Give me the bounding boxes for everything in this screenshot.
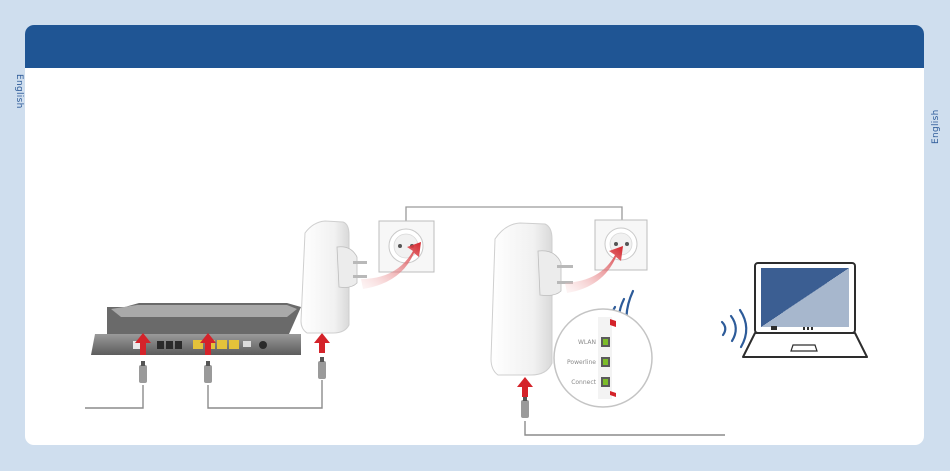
dsl-cable xyxy=(85,385,143,408)
wifi-signal-icon-2 xyxy=(722,310,746,347)
language-tab-left: English xyxy=(4,74,24,144)
network-cable-icon xyxy=(139,357,529,418)
wall-socket-icon-2 xyxy=(595,220,647,270)
router-icon xyxy=(91,303,301,355)
lan-cable-2 xyxy=(525,421,725,435)
adapter-status-zoom: WLAN Powerline Connect xyxy=(554,309,652,407)
led-label-wlan: WLAN xyxy=(578,339,596,346)
content-card: WLAN Powerline Connect xyxy=(25,25,924,445)
lan-cable xyxy=(208,380,322,408)
connection-diagram: WLAN Powerline Connect xyxy=(25,25,924,445)
language-tab-right: English xyxy=(931,74,950,144)
led-label-connect: Connect xyxy=(571,379,596,386)
led-label-powerline: Powerline xyxy=(567,359,596,366)
powerline-adapter-icon xyxy=(301,221,367,333)
laptop-icon xyxy=(743,263,867,357)
